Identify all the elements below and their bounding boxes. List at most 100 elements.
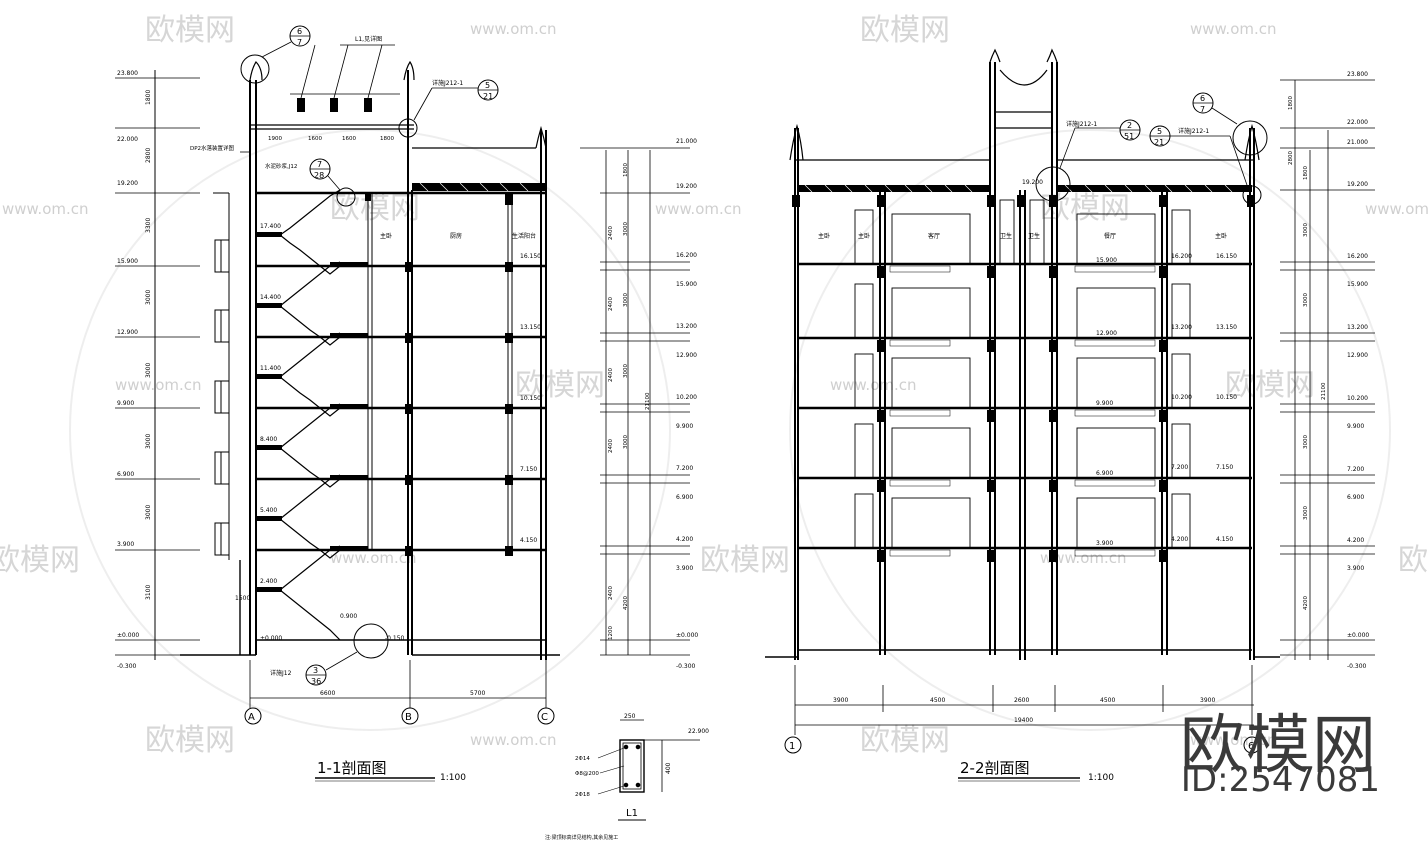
- svg-text:250: 250: [624, 713, 636, 720]
- svg-text:21100: 21100: [645, 392, 651, 410]
- svg-text:4.200: 4.200: [676, 536, 693, 543]
- watermark-site: www.om.cn: [1190, 731, 1277, 749]
- svg-text:3000: 3000: [1303, 223, 1309, 237]
- svg-text:3000: 3000: [1303, 435, 1309, 449]
- svg-text:3000: 3000: [145, 434, 152, 449]
- svg-text:19.200: 19.200: [1022, 179, 1043, 186]
- svg-text:19.200: 19.200: [1347, 181, 1368, 188]
- svg-text:±0.000: ±0.000: [260, 635, 282, 642]
- callout-3-36: 3 36 详施J12: [270, 623, 389, 686]
- watermark-cn: 欧模网: [860, 723, 950, 758]
- svg-text:6.900: 6.900: [117, 471, 134, 478]
- svg-text:10.200: 10.200: [1347, 395, 1368, 402]
- svg-text:7.200: 7.200: [1347, 466, 1364, 473]
- svg-text:2800: 2800: [145, 148, 152, 163]
- svg-text:3000: 3000: [145, 290, 152, 305]
- elevation-labels-right: 21.000 19.200 16.200 15.900 13.200 12.90…: [676, 138, 698, 670]
- svg-text:10.150: 10.150: [520, 395, 541, 402]
- beam-note: 注:梁顶标高详见结构,其余见施工: [545, 834, 618, 841]
- svg-text:21: 21: [483, 92, 493, 101]
- svg-text:9.900: 9.900: [117, 400, 134, 407]
- svg-text:3: 3: [313, 666, 318, 675]
- svg-text:1800: 1800: [1288, 96, 1294, 110]
- svg-text:2400: 2400: [608, 439, 614, 453]
- brand-logo-text: 欧模网: [1180, 709, 1378, 783]
- svg-text:19.200: 19.200: [117, 180, 138, 187]
- svg-text:生活阳台: 生活阳台: [512, 232, 536, 240]
- floor-marks: 16.150 13.150 10.150 7.150 4.150: [520, 253, 541, 544]
- svg-text:9.900: 9.900: [1096, 400, 1113, 407]
- beam-label: L1: [626, 808, 638, 819]
- watermark-site: www.om.cn: [470, 20, 557, 38]
- brand-id: ID:2547081: [1180, 760, 1380, 800]
- dims-top: 1900 1600 1600 1800: [268, 136, 394, 142]
- svg-text:11.400: 11.400: [260, 365, 281, 372]
- svg-text:2: 2: [1127, 121, 1132, 130]
- svg-text:21.000: 21.000: [676, 138, 697, 145]
- beam-detail-l1: 250 22.900 400 2Φ14 Φ8@200 2Φ18 L1 注:梁顶标…: [545, 713, 709, 841]
- svg-text:3000: 3000: [1303, 506, 1309, 520]
- svg-text:3000: 3000: [623, 364, 629, 378]
- watermark-cn: 欧模网: [700, 543, 790, 578]
- svg-text:-0.150: -0.150: [385, 635, 405, 642]
- svg-text:15.900: 15.900: [117, 258, 138, 265]
- watermark-cn: 欧模网: [515, 368, 605, 403]
- note-l1: L1,见详图: [355, 35, 382, 43]
- section-1-1: 23.800 22.000 19.200 15.900 12.900 9.900…: [115, 25, 698, 783]
- section-2-scale: 1:100: [1088, 773, 1114, 783]
- svg-text:21: 21: [1154, 138, 1164, 147]
- watermark-site: www.om.cn: [115, 376, 202, 394]
- svg-text:6: 6: [1200, 94, 1205, 103]
- dims-right: 1800 3000 2400 3000 2400 3000 2400 3000 …: [608, 163, 651, 640]
- watermark-site: www.om.cn: [1190, 20, 1277, 38]
- svg-text:5: 5: [1157, 127, 1162, 136]
- svg-text:7: 7: [317, 160, 322, 169]
- stair-levels: 17.400 14.400 11.400 8.400 5.400 2.400 ±…: [260, 223, 405, 642]
- watermark-site: www.om.cn: [470, 731, 557, 749]
- watermark-cn: 欧模网: [860, 13, 950, 48]
- section-1-title: 1-1剖面图: [317, 759, 387, 777]
- svg-text:15.900: 15.900: [1096, 257, 1117, 264]
- svg-text:6: 6: [1248, 741, 1254, 752]
- svg-text:1200: 1200: [608, 626, 614, 640]
- dims-right-2: 1800 2800 1800 3000 3000 3000 3000 4200 …: [1288, 96, 1327, 610]
- svg-text:2400: 2400: [608, 226, 614, 240]
- svg-text:6.900: 6.900: [1096, 470, 1113, 477]
- svg-text:10.200: 10.200: [1171, 394, 1192, 401]
- svg-text:22.000: 22.000: [1347, 119, 1368, 126]
- svg-text:7: 7: [1200, 105, 1205, 114]
- svg-text:16.200: 16.200: [1171, 253, 1192, 260]
- svg-text:10.200: 10.200: [676, 394, 697, 401]
- svg-text:0.900: 0.900: [340, 613, 357, 620]
- svg-text:12.900: 12.900: [676, 352, 697, 359]
- svg-text:3000: 3000: [1303, 293, 1309, 307]
- svg-text:水泥砂浆,J12: 水泥砂浆,J12: [265, 162, 297, 170]
- watermark-cn: 欧模网: [0, 543, 80, 578]
- svg-text:36: 36: [311, 677, 321, 686]
- room-labels-2: 主卧 主卧 客厅 卫生 卫生 餐厅 主卧: [818, 232, 1227, 240]
- watermark-cn: 欧模网: [330, 191, 420, 226]
- svg-text:15.900: 15.900: [1347, 281, 1368, 288]
- svg-text:400: 400: [665, 762, 672, 774]
- balconies: [213, 192, 230, 560]
- svg-text:21100: 21100: [1321, 382, 1327, 400]
- floor-marks-2: 15.900 12.900 9.900 6.900 3.900 16.200 1…: [1022, 179, 1237, 547]
- svg-text:21.000: 21.000: [1347, 139, 1368, 146]
- svg-text:7.150: 7.150: [520, 466, 537, 473]
- svg-text:3.900: 3.900: [1347, 565, 1364, 572]
- watermark-site: www.om.cn: [655, 200, 742, 218]
- svg-text:19400: 19400: [1014, 717, 1033, 724]
- svg-text:16.200: 16.200: [676, 252, 697, 259]
- svg-text:9.900: 9.900: [1347, 423, 1364, 430]
- svg-text:6.900: 6.900: [1347, 494, 1364, 501]
- svg-text:4.200: 4.200: [1171, 536, 1188, 543]
- svg-text:1: 1: [789, 741, 795, 752]
- notes-side: DP2水落装置详图 水泥砂浆,J12: [190, 144, 297, 170]
- svg-text:2400: 2400: [608, 297, 614, 311]
- svg-text:4.150: 4.150: [1216, 536, 1233, 543]
- callout-7-28: 7 28: [309, 158, 356, 207]
- svg-text:15.900: 15.900: [676, 281, 697, 288]
- stairs: [279, 189, 341, 641]
- svg-text:3900: 3900: [833, 697, 848, 704]
